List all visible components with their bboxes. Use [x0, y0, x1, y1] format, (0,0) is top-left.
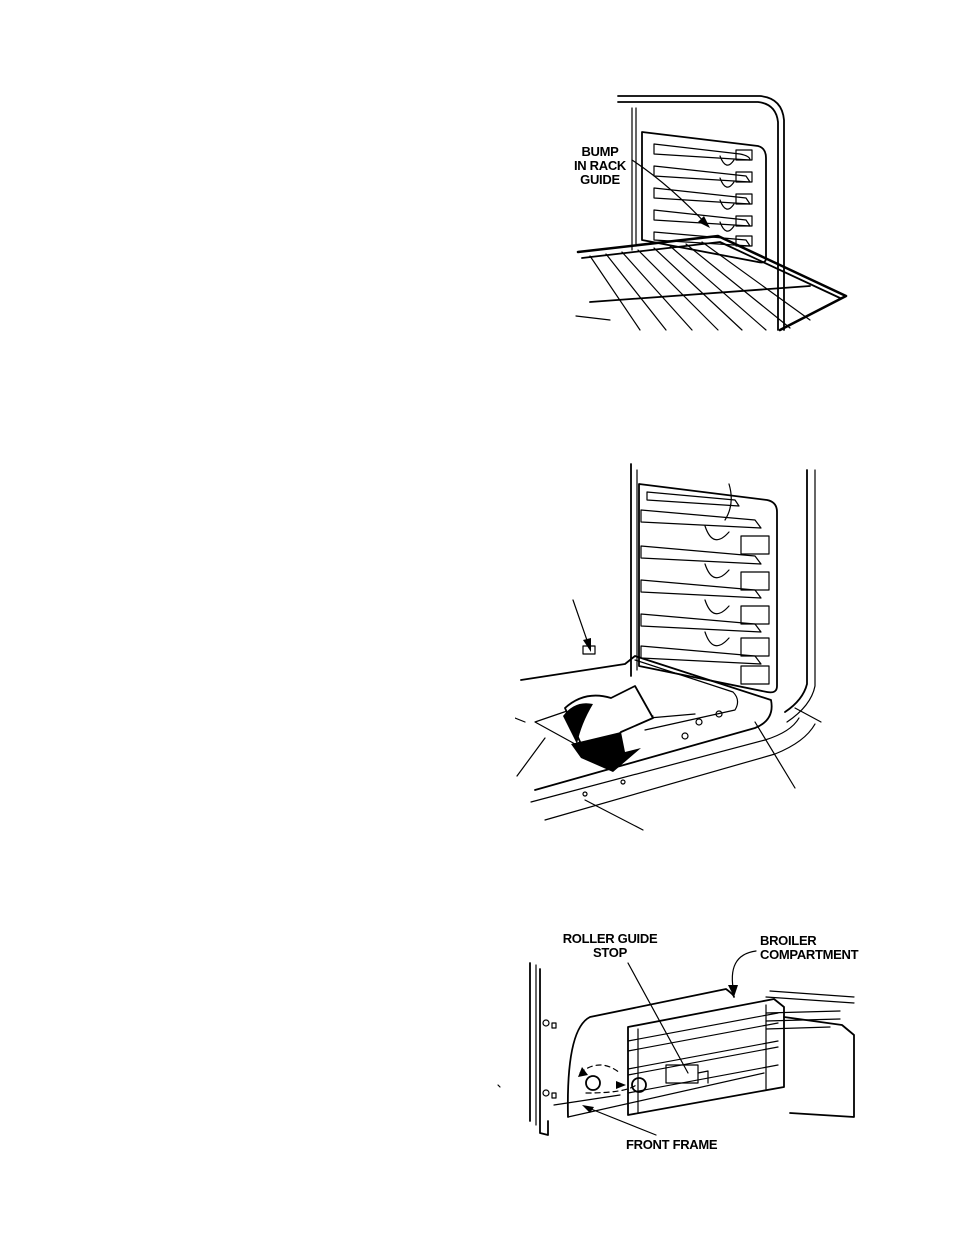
broiler-compartment-label: BROILER COMPARTMENT	[760, 933, 859, 962]
broiler-drawer	[628, 991, 854, 1117]
bump-arrow	[632, 160, 710, 228]
svg-text:ROLLER GUIDE: ROLLER GUIDE	[563, 931, 658, 946]
oven-rack	[576, 236, 846, 330]
broiler-compartment-illustration: ROLLER GUIDE STOP BROILER COMPARTMENT FR…	[490, 925, 875, 1160]
oven-side-wall	[618, 96, 784, 330]
svg-text:STOP: STOP	[593, 945, 628, 960]
roller-guide-stop-label: ROLLER GUIDE STOP	[563, 931, 658, 960]
leader-lines	[515, 708, 821, 830]
svg-text:BROILER: BROILER	[760, 933, 817, 948]
broiler-compartment-pointer	[728, 951, 756, 997]
svg-text:IN RACK: IN RACK	[574, 158, 627, 173]
pointer-arrow-top	[573, 600, 595, 654]
rack-guide-illustration: BUMP IN RACK GUIDE	[570, 90, 860, 340]
svg-text:FRONT FRAME: FRONT FRAME	[626, 1137, 718, 1152]
roller-guide	[578, 1065, 708, 1093]
oven-bottom-illustration	[515, 460, 835, 850]
rack-guide-panel	[639, 484, 777, 692]
range-body	[498, 963, 556, 1135]
svg-text:COMPARTMENT: COMPARTMENT	[760, 947, 859, 962]
broiler-opening	[554, 989, 764, 1117]
bump-in-rack-guide-label: BUMP IN RACK GUIDE	[574, 144, 627, 187]
svg-text:GUIDE: GUIDE	[580, 172, 620, 187]
svg-text:BUMP: BUMP	[581, 144, 619, 159]
removal-arrow	[563, 686, 653, 772]
front-frame-pointer	[582, 1105, 656, 1135]
front-frame-label: FRONT FRAME	[626, 1137, 718, 1152]
